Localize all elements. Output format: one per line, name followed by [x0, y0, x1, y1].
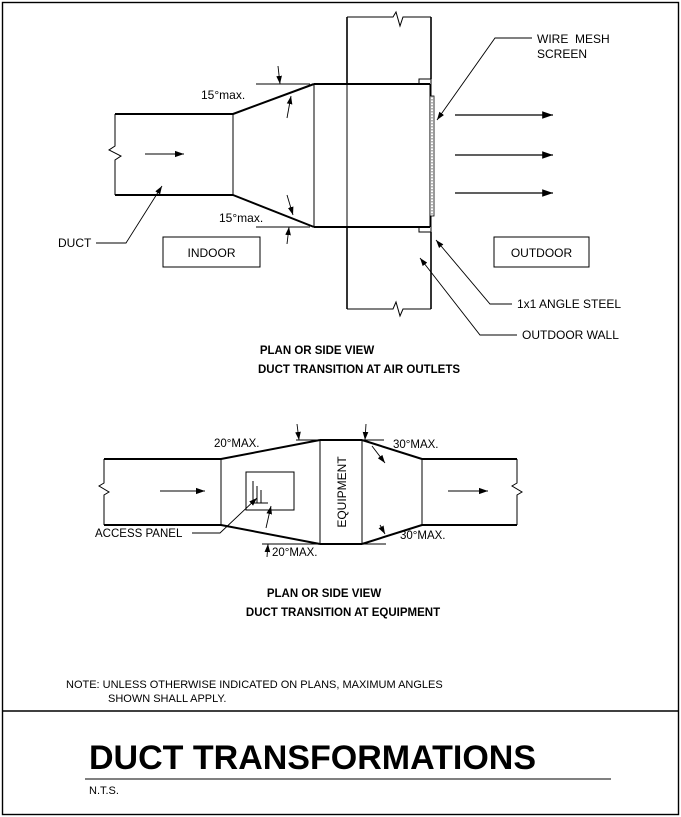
angle-steel-label: 1x1 ANGLE STEEL	[517, 297, 621, 311]
indoor-label: INDOOR	[188, 246, 236, 260]
duct	[108, 113, 234, 196]
angle-label-bottom-left: 20°MAX.	[272, 547, 318, 559]
wall-break-top	[347, 10, 431, 28]
equipment-heading-2: DUCT TRANSITION AT EQUIPMENT	[246, 607, 440, 619]
general-note-line1: NOTE: UNLESS OTHERWISE INDICATED ON PLAN…	[66, 679, 443, 691]
equipment-detail: EQUIPMENT 20°MAX. 30°MAX.	[95, 423, 523, 619]
duct-leader	[96, 185, 163, 244]
air-outlet-heading-2: DUCT TRANSITION AT AIR OUTLETS	[258, 364, 460, 376]
outlet-plenum	[314, 83, 431, 228]
angle-label-bottom: 15°max.	[219, 211, 263, 225]
air-outlet-detail: 15°max. 15°max. WIRE MESH SCREEN DUCT IN…	[58, 10, 621, 376]
angle-steel-bottom	[418, 216, 432, 233]
outdoor-wall-leader	[419, 257, 517, 336]
angle-label-top-left: 20°MAX.	[214, 438, 260, 450]
outlet-break-line	[511, 459, 523, 525]
outlet-duct	[421, 458, 523, 526]
outdoor-wall	[346, 10, 432, 318]
equipment-label: EQUIPMENT	[335, 456, 349, 528]
access-panel-leader	[192, 497, 258, 534]
duct-break-line	[108, 114, 122, 195]
wire-mesh-label-line1: WIRE MESH	[537, 32, 610, 46]
angle-steel-leader	[435, 239, 512, 305]
outdoor-label: OUTDOOR	[511, 246, 573, 260]
wire-mesh-leader	[436, 37, 532, 121]
access-panel-label: ACCESS PANEL	[95, 528, 183, 540]
equipment-heading-1: PLAN OR SIDE VIEW	[267, 588, 382, 600]
drawing-title: DUCT TRANSFORMATIONS	[89, 739, 536, 777]
outdoor-box	[493, 236, 590, 268]
inlet-duct	[98, 458, 222, 526]
inlet-break-line	[98, 459, 110, 525]
angle-label-top-right: 30°MAX.	[393, 439, 439, 451]
duct-label: DUCT	[58, 236, 92, 250]
wall-break-bottom	[347, 300, 431, 318]
air-outlet-heading-1: PLAN OR SIDE VIEW	[260, 345, 375, 357]
angle-steel-top	[418, 78, 432, 96]
general-note-line2: SHOWN SHALL APPLY.	[108, 693, 226, 705]
scale-note: N.T.S.	[89, 785, 119, 797]
angle-label-bottom-right: 30°MAX.	[400, 530, 446, 542]
angle-label-top: 15°max.	[201, 88, 245, 102]
outdoor-wall-label: OUTDOOR WALL	[522, 328, 619, 342]
duct-transition	[232, 83, 315, 228]
indoor-box	[162, 236, 261, 268]
wire-mesh-label-line2: SCREEN	[537, 47, 587, 61]
